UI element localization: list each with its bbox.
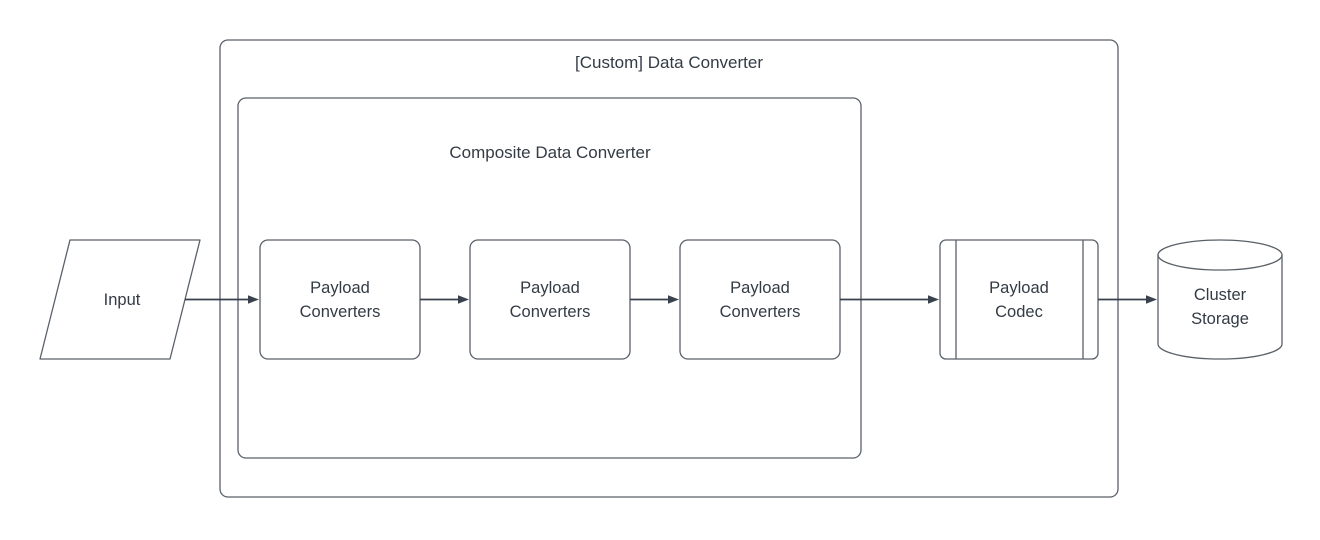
payload-converters-1-box bbox=[259, 239, 421, 360]
input-label: Input bbox=[104, 291, 141, 309]
payload-codec-box bbox=[939, 239, 1099, 360]
composite-data-converter-group-title: Composite Data Converter bbox=[449, 143, 651, 162]
cluster-storage-cylinder bbox=[1157, 239, 1283, 360]
payload-converters-2-label-line1: Payload bbox=[520, 279, 580, 297]
payload-converters-3-label-line1: Payload bbox=[730, 279, 790, 297]
custom-data-converter-group-box bbox=[219, 39, 1119, 498]
payload-codec-label-line1: Payload bbox=[989, 279, 1049, 297]
payload-converters-3-label-line2: Converters bbox=[720, 303, 801, 321]
composite-data-converter-group-box bbox=[237, 97, 862, 459]
payload-converters-3-box bbox=[679, 239, 841, 360]
payload-converters-1-label-line1: Payload bbox=[310, 279, 370, 297]
cluster-storage-cylinder-top-arc bbox=[1157, 254, 1283, 271]
payload-converters-2-label-line2: Converters bbox=[510, 303, 591, 321]
input-parallelogram bbox=[39, 239, 201, 360]
cluster-storage-label-line1: Cluster bbox=[1194, 286, 1247, 304]
custom-data-converter-group-title: [Custom] Data Converter bbox=[575, 53, 763, 72]
payload-codec-label-line2: Codec bbox=[995, 303, 1043, 321]
payload-converters-1-label-line2: Converters bbox=[300, 303, 381, 321]
payload-converters-2-box bbox=[469, 239, 631, 360]
cluster-storage-label-line2: Storage bbox=[1191, 310, 1249, 328]
